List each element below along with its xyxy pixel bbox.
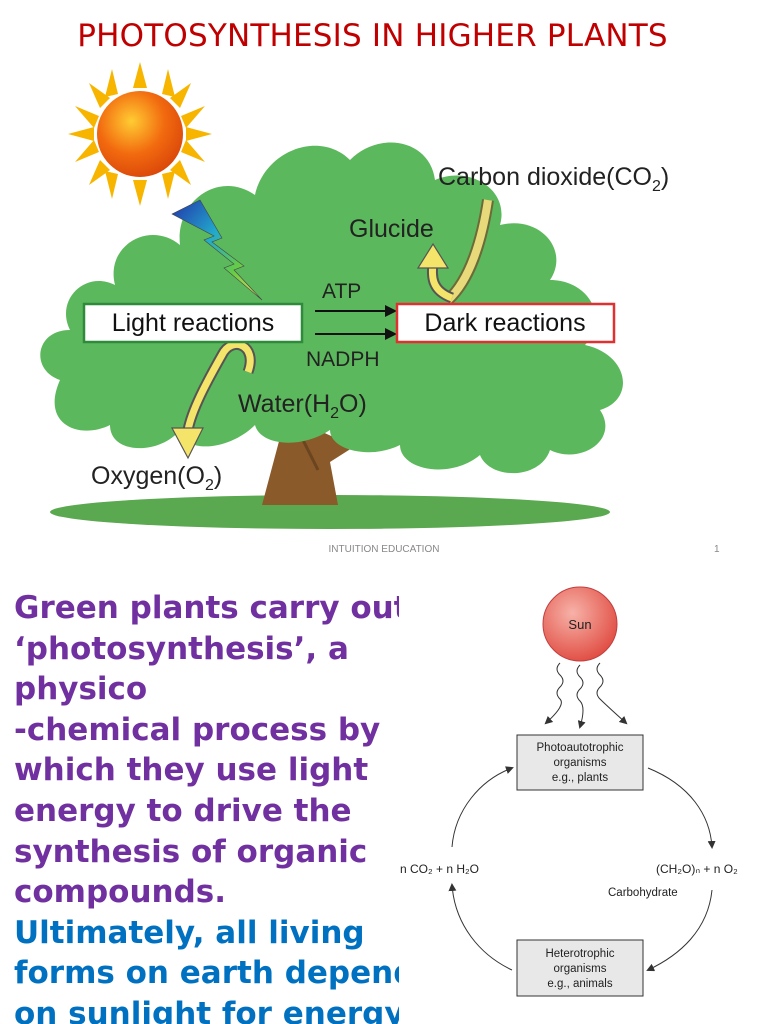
box-line: Photoautotrophic [537, 742, 624, 754]
atp-label: ATP [322, 280, 361, 303]
dark-reactions-box [395, 302, 616, 344]
photosynthesis-tree-diagram: Light reactions Dark reactions Carbon di… [40, 62, 669, 529]
box-line: e.g., animals [547, 978, 612, 990]
box-line: Heterotrophic [545, 948, 614, 960]
text-line: physico [14, 671, 148, 708]
energy-cycle-diagram: Sun Photoautotrophic organisms e.g., pla… [400, 586, 738, 997]
paragraph-sunlight: Ultimately, all living forms on earth de… [14, 913, 399, 1024]
nadph-label: NADPH [306, 348, 380, 371]
text-line: Ultimately, all living [14, 914, 365, 951]
sun-rays [544, 662, 628, 729]
text-line: energy to drive the [14, 792, 352, 829]
footer-organization: INTUITION EDUCATION [328, 544, 440, 555]
dark-reactions-label: Dark reactions [424, 309, 585, 337]
light-reactions-label: Light reactions [112, 309, 275, 337]
reactants-label: n CO₂ + n H₂O [400, 862, 479, 876]
text-line: synthesis of organic [14, 833, 368, 870]
box-line: e.g., plants [552, 772, 609, 784]
text-line: -chemical process by [14, 711, 381, 748]
slide-2: Green plants carry out ‘photosynthesis’,… [0, 585, 768, 1024]
paragraph-photosynthesis: Green plants carry out ‘photosynthesis’,… [14, 588, 399, 913]
products-label: (CH₂O)ₙ + n O₂ [656, 862, 738, 876]
text-line: on sunlight for energy. [14, 995, 399, 1024]
cycle-arrows [448, 766, 716, 972]
box-line: organisms [553, 963, 606, 975]
photoautotrophic-box [516, 734, 644, 791]
sun-icon [68, 62, 212, 206]
text-line: forms on earth depend [14, 955, 399, 992]
sun-label: Sun [568, 617, 591, 632]
heterotrophic-box [516, 939, 644, 997]
carbon-dioxide-label: Carbon dioxide(CO2) [438, 163, 669, 195]
slide-1: PHOTOSYNTHESIS IN HIGHER PLANTS [40, 18, 720, 555]
sun-circle [542, 586, 618, 662]
text-line: Green plants carry out [14, 590, 399, 626]
text-line: which they use light [14, 752, 369, 789]
light-reactions-box [82, 302, 304, 344]
box-line: organisms [553, 757, 606, 769]
text-line: compounds. [14, 874, 227, 911]
carbohydrate-label: Carbohydrate [608, 887, 678, 899]
light-bolt-icon [171, 199, 263, 301]
glucide-label: Glucide [349, 215, 434, 243]
text-line: ‘photosynthesis’, a [14, 630, 349, 667]
slide-2-text: Green plants carry out ‘photosynthesis’,… [14, 588, 399, 1024]
slide-title: PHOTOSYNTHESIS IN HIGHER PLANTS [77, 18, 668, 54]
water-label: Water(H2O) [238, 390, 367, 422]
ground-shadow [50, 495, 610, 529]
page-number: 1 [714, 544, 720, 555]
oxygen-label: Oxygen(O2) [91, 462, 222, 494]
